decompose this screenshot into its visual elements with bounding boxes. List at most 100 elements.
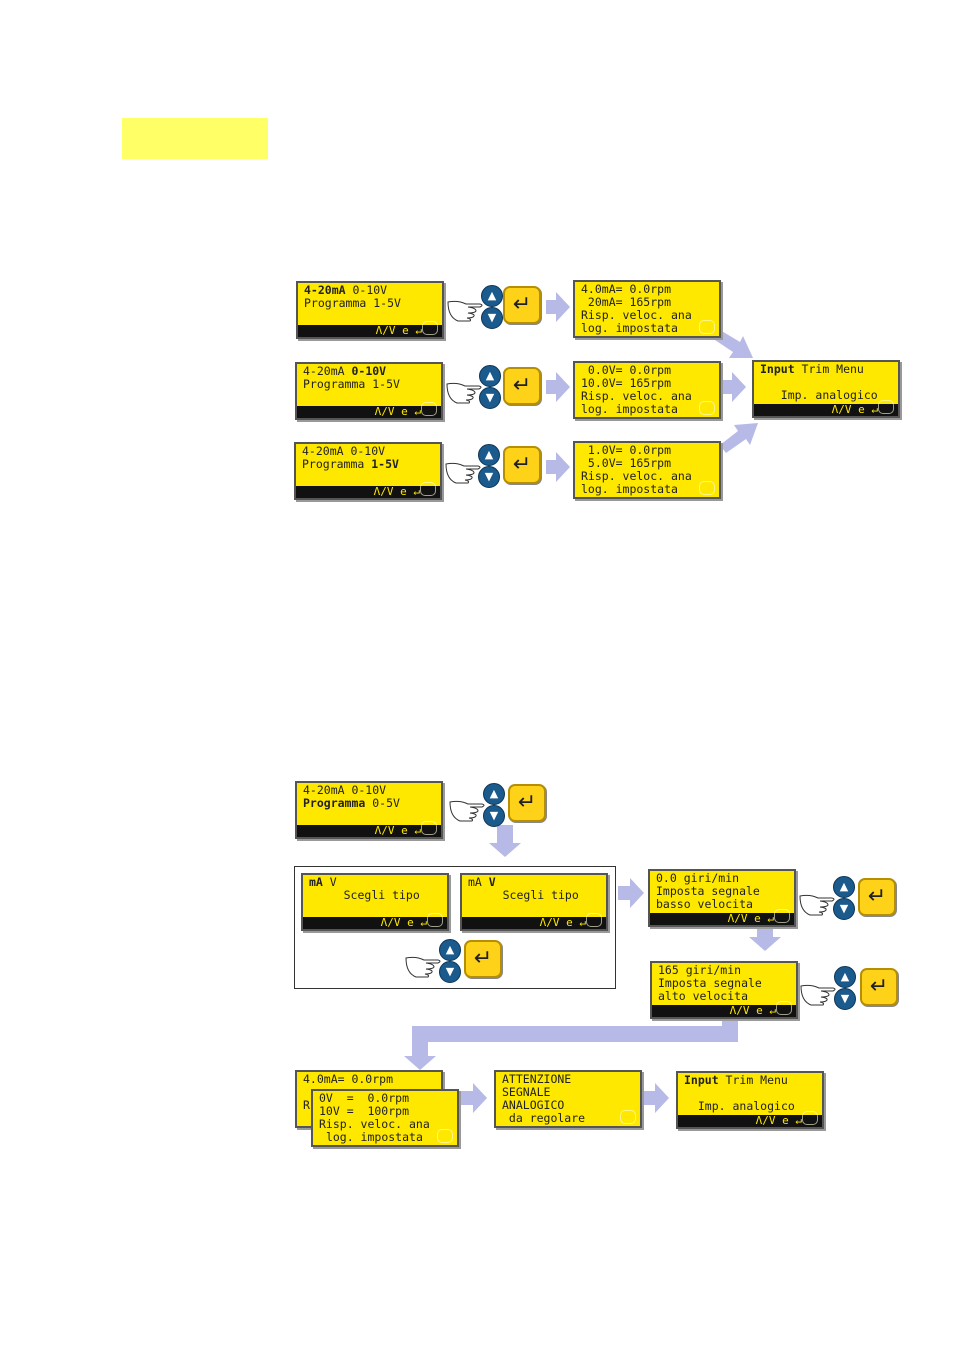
lcd-line: Input — [760, 362, 795, 376]
lcd-line: 4-20mA 0-10V — [303, 783, 387, 797]
enter-button[interactable]: ↵ — [464, 940, 502, 978]
up-arrow-icon: ▲ — [840, 970, 850, 983]
down-arrow-icon: ▼ — [445, 965, 455, 978]
lcd-start-0-5v: 4-20mA 0-10V Programma 0-5V Λ/V e ↵ — [295, 781, 443, 839]
arrow-converge — [715, 330, 753, 358]
enter-icon: ↵ — [869, 974, 889, 999]
lcd-line: Scegli tipo — [343, 888, 420, 902]
lcd-line: R — [303, 1098, 310, 1112]
lcd-line: 1-5V — [371, 457, 399, 471]
lcd-input-trim-menu-2: Input Trim Menu Imp. analogico Λ/V e ↵ — [676, 1071, 824, 1129]
lcd-line: Imposta segnale — [658, 976, 762, 990]
lcd-nav-bar: Λ/V e ↵ — [650, 912, 794, 925]
corner-mark — [878, 400, 894, 414]
lcd-line: log. impostata — [581, 321, 678, 335]
arrow-right — [546, 372, 570, 402]
arrow-converge — [720, 423, 758, 453]
enter-button[interactable]: ↵ — [858, 878, 896, 916]
arrow-right — [546, 452, 570, 482]
lcd-line: Risp. veloc. ana — [319, 1117, 430, 1131]
lcd-line: Risp. veloc. ana — [581, 308, 692, 322]
lcd-line: Risp. veloc. ana — [581, 469, 692, 483]
lcd-nav-bar: Λ/V e ↵ — [297, 824, 441, 837]
lcd-line: Risp. veloc. ana — [581, 389, 692, 403]
pointing-hand-icon — [446, 382, 482, 404]
up-arrow-icon: ▲ — [484, 448, 494, 461]
lcd-line: 20mA= 165rpm — [581, 295, 672, 309]
lcd-line: mA — [309, 875, 323, 889]
down-button[interactable]: ▼ — [833, 898, 855, 920]
up-arrow-icon: ▲ — [839, 880, 849, 893]
arrow-down — [489, 825, 521, 857]
nav-hint: Λ/V e ↵ — [380, 916, 427, 929]
up-button[interactable]: ▲ — [478, 444, 500, 466]
lcd-line: Programma 1-5V — [304, 296, 401, 310]
down-button[interactable]: ▼ — [834, 988, 856, 1010]
corner-mark — [420, 482, 436, 496]
nav-hint: Λ/V e ↵ — [373, 485, 420, 498]
lcd-input-trim-menu: Input Trim Menu Imp. analogico Λ/V e ↵ — [752, 360, 900, 418]
up-button[interactable]: ▲ — [483, 783, 505, 805]
lcd-result-front: 0V = 0.0rpm 10V = 100rpm Risp. veloc. an… — [311, 1089, 459, 1147]
lcd-line: 0-5V — [365, 796, 400, 810]
nav-hint: Λ/V e ↵ — [539, 916, 586, 929]
up-button[interactable]: ▲ — [439, 939, 461, 961]
lcd-line: 0-10V — [351, 364, 387, 378]
lcd-screen-4-20ma: 4-20mA 0-10V Programma 1-5V Λ/V e ↵ — [296, 281, 444, 339]
lcd-line: 10.0V= 165rpm — [581, 376, 672, 390]
nav-hint: Λ/V e ↵ — [374, 824, 421, 837]
up-button[interactable]: ▲ — [833, 876, 855, 898]
lcd-low-speed: 0.0 giri/min Imposta segnale basso veloc… — [648, 869, 796, 927]
nav-hint: Λ/V e ↵ — [374, 405, 421, 418]
enter-button[interactable]: ↵ — [508, 784, 546, 822]
corner-mark — [586, 913, 602, 927]
lcd-line: Imposta segnale — [656, 884, 760, 898]
lcd-line: basso velocita — [656, 897, 753, 911]
enter-button[interactable]: ↵ — [503, 446, 541, 484]
corner-mark — [699, 401, 715, 415]
lcd-screen-0-10v: 4-20mA 0-10V Programma 1-5V Λ/V e ↵ — [295, 362, 443, 420]
down-button[interactable]: ▼ — [439, 961, 461, 983]
lcd-nav-bar: Λ/V e ↵ — [298, 324, 442, 337]
enter-icon: ↵ — [512, 292, 532, 317]
corner-mark — [620, 1110, 636, 1124]
up-arrow-icon: ▲ — [445, 943, 455, 956]
corner-mark — [776, 1001, 792, 1015]
lcd-line: Imp. analogico — [697, 1099, 795, 1113]
lcd-line: SEGNALE — [502, 1085, 551, 1099]
lcd-line: Programma 1-5V — [303, 377, 400, 391]
lcd-line: 0V = 0.0rpm — [319, 1091, 410, 1105]
enter-icon: ↵ — [512, 452, 532, 477]
corner-mark — [437, 1129, 453, 1143]
lcd-line: 4.0mA= 0.0rpm — [303, 1072, 394, 1086]
enter-button[interactable]: ↵ — [860, 968, 898, 1006]
down-arrow-icon: ▼ — [484, 470, 494, 483]
arrow-right — [722, 372, 746, 402]
down-button[interactable]: ▼ — [479, 387, 501, 409]
pointing-hand-icon — [799, 894, 835, 916]
down-button[interactable]: ▼ — [483, 805, 505, 827]
lcd-high-speed: 165 giri/min Imposta segnale alto veloci… — [650, 961, 798, 1019]
enter-button[interactable]: ↵ — [503, 367, 541, 405]
lcd-line: mA — [468, 875, 489, 889]
lcd-line: Trim Menu — [794, 362, 864, 376]
up-button[interactable]: ▲ — [479, 365, 501, 387]
down-button[interactable]: ▼ — [478, 466, 500, 488]
lcd-warning: ATTENZIONE SEGNALE ANALOGICO da regolare — [494, 1070, 642, 1128]
lcd-line: 4.0mA= 0.0rpm — [581, 282, 672, 296]
enter-icon: ↵ — [512, 373, 532, 398]
enter-button[interactable]: ↵ — [503, 286, 541, 324]
pointing-hand-icon — [800, 984, 836, 1006]
up-arrow-icon: ▲ — [489, 787, 499, 800]
lcd-line: log. impostata — [325, 1130, 423, 1144]
up-button[interactable]: ▲ — [481, 285, 503, 307]
lcd-nav-bar: Λ/V e ↵ — [678, 1114, 822, 1127]
up-button[interactable]: ▲ — [834, 966, 856, 988]
lcd-line: Trim Menu — [718, 1073, 788, 1087]
nav-hint: Λ/V e ↵ — [755, 1114, 802, 1127]
lcd-type-ma: mA V Scegli tipo Λ/V e ↵ — [301, 873, 449, 931]
arrow-return — [404, 1018, 738, 1070]
type-selection-frame — [294, 866, 616, 989]
lcd-line: 4-20mA 0-10V — [302, 444, 386, 458]
down-button[interactable]: ▼ — [481, 307, 503, 329]
